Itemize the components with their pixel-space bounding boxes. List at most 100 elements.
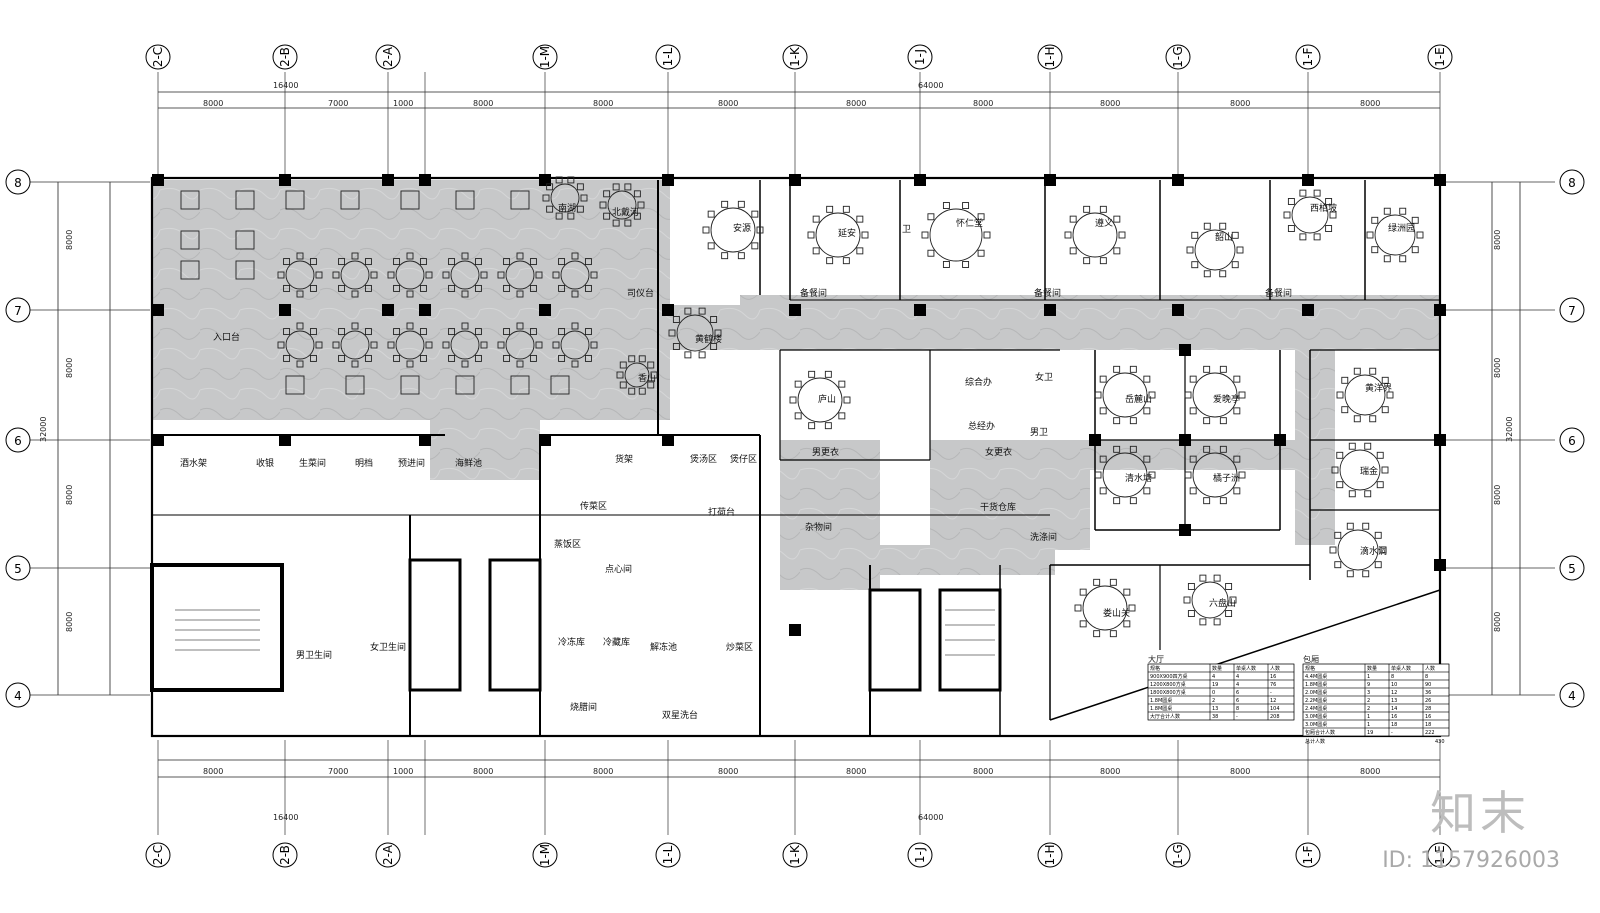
chair (364, 354, 372, 362)
chair (448, 328, 456, 336)
chair (535, 341, 543, 349)
column-post (279, 174, 291, 186)
chair (1099, 205, 1107, 213)
chair (393, 354, 401, 362)
chair (393, 328, 401, 336)
chair (672, 316, 680, 323)
capacity-cell-text: 3.0M圆桌 (1305, 721, 1327, 728)
square-table (340, 190, 360, 210)
chair (1083, 205, 1091, 213)
chair (480, 271, 488, 279)
label-prep: 预进间 (398, 457, 425, 469)
chair (698, 307, 706, 315)
room-zunyi: 遵义 (1095, 217, 1113, 229)
column-post (152, 304, 164, 316)
chair (1219, 497, 1227, 505)
chair (1369, 367, 1377, 375)
dim-bottom-total-left: 16400 (273, 813, 298, 822)
axis-bubble (782, 842, 808, 868)
capacity-cell-text: 8 (1391, 674, 1394, 680)
capacity-cell-text: 规格 (1150, 665, 1160, 672)
round-table (710, 207, 756, 253)
chair (387, 271, 395, 279)
capacity-cell-text: 900X900四方桌 (1150, 673, 1188, 680)
chair (283, 284, 291, 292)
label-stew2: 煲仔区 (730, 453, 757, 465)
capacity-cell-text: 2 (1212, 698, 1215, 704)
chair (461, 322, 469, 330)
room-huairentang: 怀仁堂 (956, 217, 983, 229)
chair (1094, 471, 1102, 479)
square-table (455, 375, 475, 395)
round-table (285, 330, 315, 360)
chair (1191, 231, 1199, 239)
chair (448, 258, 456, 266)
chair (1187, 610, 1195, 617)
chair (807, 231, 815, 239)
chair (546, 205, 554, 213)
span-label-left: 8000 (65, 358, 74, 378)
axis-bubble-label: 2-B (278, 47, 292, 67)
round-table (1102, 452, 1148, 498)
chair (842, 205, 850, 213)
column-post (789, 624, 801, 636)
chair (1236, 246, 1244, 254)
axis-bubbles: 2-C2-C2-B2-B2-A2-A1-M1-M1-L1-L1-K1-K1-J1… (5, 44, 1585, 868)
chair (1219, 365, 1227, 373)
chair (812, 215, 820, 223)
chair (1379, 546, 1387, 554)
chair (332, 341, 340, 349)
round-table (1339, 449, 1381, 491)
chair (351, 252, 359, 260)
chair (296, 322, 304, 330)
capacity-cell-text: 10 (1391, 682, 1397, 688)
chair (1203, 365, 1211, 373)
chair (1109, 630, 1117, 638)
chair (1203, 417, 1211, 425)
dim-top-total-left: 16400 (273, 81, 298, 90)
chair (737, 200, 745, 208)
capacity-cell-text: 13 (1391, 698, 1397, 704)
chair (283, 258, 291, 266)
label-double-sink: 双星洗台 (662, 709, 698, 721)
room-lvzhouyuan: 绿洲园 (1388, 222, 1415, 234)
chair (808, 370, 816, 378)
round-table (929, 208, 983, 262)
span-label-top: 8000 (1230, 99, 1250, 108)
round-table (1344, 374, 1386, 416)
span-label-bottom: 8000 (718, 767, 738, 776)
column-post (1434, 434, 1446, 446)
chair (1213, 618, 1221, 626)
axis-bubble-label: 1-H (1043, 845, 1057, 866)
chair (277, 341, 285, 349)
span-label-bottom: 7000 (328, 767, 348, 776)
span-label-top: 7000 (328, 99, 348, 108)
room-beidaihe: 北戴河 (612, 206, 639, 218)
chair (1099, 257, 1107, 265)
capacity-table-frame (1147, 663, 1295, 721)
label-reception: 入口台 (213, 331, 240, 343)
span-label-top: 8000 (1100, 99, 1120, 108)
chair (1099, 407, 1107, 415)
label-female-wc: 女卫 (1035, 371, 1053, 383)
chair (942, 202, 950, 209)
capacity-total-value: 430 (1435, 739, 1445, 745)
span-label-right: 8000 (1493, 485, 1502, 505)
label-steam: 蒸饭区 (554, 538, 581, 550)
chair (702, 226, 710, 234)
span-label-bottom: 8000 (593, 767, 613, 776)
capacity-cell-text: 90 (1425, 682, 1431, 688)
chair (824, 370, 832, 378)
chair (315, 341, 323, 349)
chair (861, 231, 869, 239)
chair (721, 200, 729, 208)
building-floor (152, 180, 1440, 590)
axis-bubble (1559, 555, 1585, 581)
capacity-cell-text: 104 (1270, 706, 1280, 712)
round-table (1337, 529, 1379, 571)
label-cashier: 收银 (256, 457, 274, 469)
axis-bubble (145, 842, 171, 868)
chair (672, 343, 680, 350)
label-wine-rack: 酒水架 (180, 457, 207, 469)
axis-bubble (5, 297, 31, 323)
